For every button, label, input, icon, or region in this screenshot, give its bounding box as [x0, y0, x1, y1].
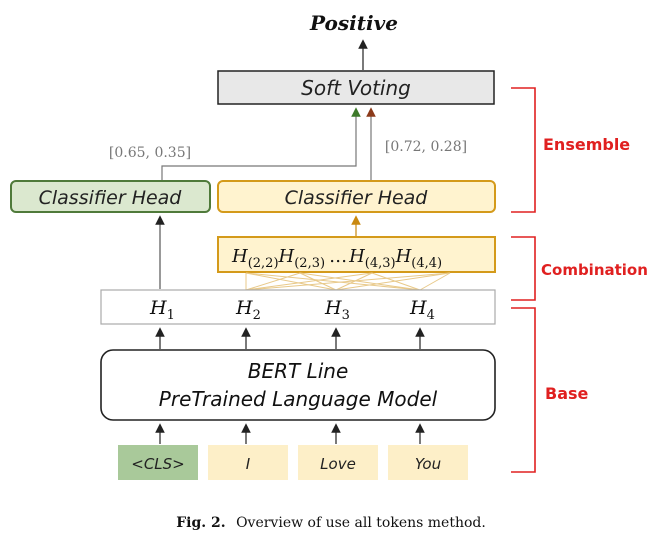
combination-cross-lines [245, 272, 451, 291]
hidden-state-h3: H3 [324, 297, 350, 323]
prob-right: [0.72, 0.28] [385, 139, 467, 155]
section-base: Base [545, 384, 589, 403]
token-i: I [246, 455, 251, 473]
token-you: You [415, 455, 441, 473]
bracket-ensemble [511, 87, 536, 213]
classifier-head-right-label: Classifier Head [285, 187, 429, 209]
token-love-box [298, 445, 378, 480]
hidden-state-h1: H1 [149, 297, 175, 323]
token-you-box [388, 445, 468, 480]
caption-label: Fig. 2. [176, 515, 225, 531]
hidden-states-box [100, 289, 496, 325]
bracket-combination [511, 236, 536, 301]
bert-line2: PreTrained Language Model [159, 387, 438, 411]
caption: Fig. 2. Overview of use all tokens metho… [176, 515, 486, 531]
section-ensemble: Ensemble [543, 135, 630, 154]
output-label: Positive [309, 11, 398, 35]
combination-box [217, 236, 496, 273]
combination-item-1-sub: (2,3) [294, 256, 325, 271]
classifier-head-right [217, 180, 496, 213]
token-cls-box [118, 445, 198, 480]
classifier-head-left-label: Classifier Head [39, 187, 183, 209]
combination-item-0-sub: (2,2) [248, 256, 279, 271]
arrows-tokens-to-bert [155, 423, 425, 444]
combination-item-0: H [231, 246, 248, 267]
classifier-head-left [10, 180, 211, 213]
bert-line1: BERT Line [248, 359, 349, 383]
arrows-bert-to-hidden [155, 327, 425, 349]
section-combination: Combination [541, 261, 648, 279]
arrow-left-head-to-soft [161, 107, 361, 180]
combination-text: H(2,2)H(2,3)…H(4,3)H(4,4) [231, 246, 442, 271]
token-i-box [208, 445, 288, 480]
hidden-state-h2: H2 [235, 297, 261, 323]
combination-item-1: H [278, 246, 295, 267]
soft-voting-box [217, 70, 495, 105]
hidden-state-h4: H4 [409, 297, 435, 323]
combination-item-3-sub: (4,3) [365, 256, 396, 271]
soft-voting-label: Soft Voting [301, 76, 411, 100]
combination-item-4-sub: (4,4) [411, 256, 442, 271]
bert-box [100, 349, 496, 421]
combination-ellipsis: … [329, 246, 347, 267]
caption-text: Overview of use all tokens method. [236, 515, 486, 531]
token-love: Love [320, 455, 356, 473]
combination-item-3: H [348, 246, 365, 267]
token-cls: <CLS> [131, 455, 185, 473]
bracket-base [511, 307, 536, 473]
prob-left: [0.65, 0.35] [109, 145, 191, 161]
combination-item-4: H [395, 246, 412, 267]
